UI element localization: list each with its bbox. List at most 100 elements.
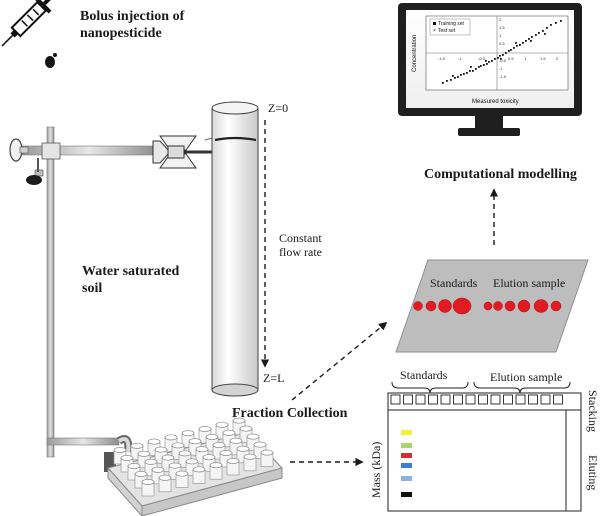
scatter-point: [513, 47, 515, 49]
scatter-point: [460, 74, 462, 76]
fraction-vial: [209, 462, 223, 480]
tlc-spot: [452, 297, 472, 315]
scatter-point: [530, 40, 532, 42]
scatter-point: [542, 30, 544, 32]
scatter-point: [463, 73, 465, 75]
tlc-spot: [425, 300, 437, 312]
legend-training: Training set: [438, 21, 465, 27]
scatter-point: [494, 58, 496, 60]
fraction-vial: [168, 462, 182, 480]
tlc-spot: [504, 300, 516, 312]
ladder-band: [401, 492, 412, 497]
scatter-point: [522, 42, 524, 44]
gel-well: [428, 394, 438, 405]
eluting-label: Eluting: [586, 455, 600, 490]
y-tick-label: -0.5: [499, 58, 507, 63]
scatter-point: [488, 61, 490, 63]
fraction-vial: [158, 474, 172, 493]
scatter-point: [510, 49, 512, 51]
scatter-point: [483, 64, 485, 66]
gel-well: [528, 394, 538, 405]
tlc-spot: [483, 301, 493, 311]
tlc-spot: [438, 299, 452, 313]
tlc-spot: [550, 300, 562, 312]
scatter-point: [500, 58, 502, 60]
fraction-vial: [192, 466, 206, 484]
fraction-vial: [141, 479, 155, 497]
stacking-label: Stacking: [586, 390, 600, 432]
zl-label: Z=L: [263, 371, 284, 385]
fraction-vial: [226, 458, 240, 476]
scatter-point: [560, 20, 562, 22]
ladder-band: [401, 430, 412, 435]
gel-well: [540, 394, 551, 405]
fraction-vial: [243, 453, 257, 472]
fraction-vial: [260, 449, 274, 467]
gel-well: [440, 394, 451, 405]
scatter-point: [469, 70, 471, 72]
x-tick-label: -1.5: [438, 56, 446, 61]
scatter-point: [486, 63, 488, 65]
tlc-spot: [533, 299, 549, 313]
tlc-plate: Standards Elution sample: [395, 259, 589, 353]
scatter-point: [475, 68, 477, 70]
gel-well: [490, 394, 501, 405]
scatter-point: [478, 66, 480, 68]
y-tick-label: 0.5: [499, 41, 505, 46]
tlc-spot: [517, 299, 531, 313]
scatter-point: [480, 65, 482, 67]
syringe-icon: [1, 0, 56, 47]
monitor-xlabel: Measured toxicity: [472, 99, 519, 105]
x-tick-label: -0.5: [478, 56, 486, 61]
droplet-small-icon: [53, 53, 57, 57]
mass-label: Mass (kDa): [369, 442, 383, 498]
scatter-point: [519, 44, 521, 46]
ladder-band: [401, 463, 412, 468]
tlc-standards-label: Standards: [430, 276, 478, 290]
scatter-point: [497, 57, 499, 59]
gel-well: [465, 394, 476, 405]
fraction-rack: [107, 417, 283, 516]
scatter-point: [472, 70, 474, 72]
fraction-vial: [175, 470, 189, 488]
gel-well: [515, 394, 526, 405]
scatter-point: [442, 82, 444, 84]
ladder-band: [401, 453, 412, 458]
scatter-point: [452, 75, 454, 77]
scatter-point: [505, 52, 507, 54]
soil-label-line2: soil: [82, 281, 102, 296]
y-tick-label: 1: [499, 33, 502, 38]
scatter-point: [555, 22, 557, 24]
droplet-icon: [45, 56, 55, 68]
scatter-point: [502, 54, 504, 56]
ladder-band: [401, 476, 412, 481]
y-tick-label: 2: [499, 17, 502, 22]
scatter-point: [470, 66, 472, 68]
flow-label-line2: flow rate: [279, 245, 322, 259]
scatter-point: [499, 55, 501, 57]
gel-standards-label: Standards: [400, 368, 448, 382]
scatter-point: [528, 38, 530, 40]
scatter-point: [515, 42, 517, 44]
scatter-point: [508, 50, 510, 52]
computational-label: Computational modelling: [424, 167, 577, 182]
gel-elution-label: Elution sample: [490, 370, 562, 384]
z0-label: Z=0: [268, 101, 288, 115]
flow-label-line1: Constant: [279, 231, 322, 245]
scatter-point: [446, 80, 448, 82]
retort-stand: [9, 126, 158, 458]
soil-label-line1: Water saturated: [82, 264, 180, 279]
scatter-point: [538, 32, 540, 34]
scatter-point: [535, 34, 537, 36]
scatter-point: [525, 40, 527, 42]
fraction-label: Fraction Collection: [232, 406, 348, 421]
x-tick-label: 1: [524, 56, 527, 61]
scatter-point: [485, 60, 487, 62]
scatter-point: [516, 45, 518, 47]
rack-to-tlc-arrow: [291, 321, 388, 401]
ladder-band: [401, 443, 412, 448]
scatter-point: [531, 36, 533, 38]
y-tick-label: 1.5: [499, 25, 505, 30]
scatter-point: [454, 77, 456, 79]
